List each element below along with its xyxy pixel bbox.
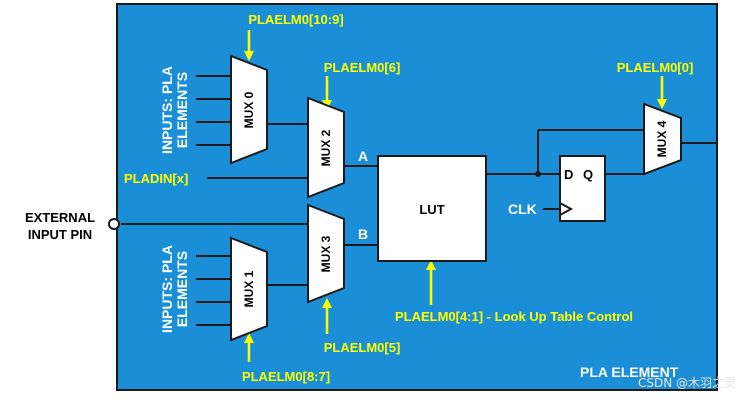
mux-2-label: MUX 2 <box>319 129 333 166</box>
lut-block: LUT <box>377 155 487 262</box>
label-plaelm0-5: PLAELM0[5] <box>324 340 401 355</box>
inputs-label-top-line2: ELEMENTS <box>174 72 190 148</box>
inputs-label-top-line1: INPUTS: PLA <box>159 66 175 154</box>
label-plaelm0-6: PLAELM0[6] <box>324 60 401 75</box>
mux-0-label: MUX 0 <box>242 91 256 128</box>
external-input-label-line1: EXTERNAL <box>25 210 95 225</box>
d-flip-flop: D Q <box>559 155 606 222</box>
pla-element-title: PLA ELEMENT <box>580 364 679 380</box>
mux-3: MUX 3 <box>307 203 345 304</box>
signal-wires <box>121 75 716 326</box>
label-plaelm0-8-7: PLAELM0[8:7] <box>242 369 330 384</box>
label-plaelm0-4-1: PLAELM0[4:1] - Look Up Table Control <box>395 309 633 324</box>
control-arrows <box>244 30 667 362</box>
mux-3-label: MUX 3 <box>319 235 333 272</box>
label-plaelm0-10-9: PLAELM0[10:9] <box>248 12 343 27</box>
lut-label: LUT <box>419 202 444 217</box>
mux-1: MUX 1 <box>230 236 268 342</box>
label-pladin: PLADIN[x] <box>124 171 188 186</box>
external-input-pin[interactable] <box>108 218 120 230</box>
port-a-label: A <box>358 148 368 164</box>
external-input-label-line2: INPUT PIN <box>28 227 92 242</box>
mux-4: MUX 4 <box>643 102 682 176</box>
ff-d-label: D <box>564 167 573 182</box>
inputs-label-bottom: INPUTS: PLA ELEMENTS <box>159 245 190 333</box>
label-plaelm0-0: PLAELM0[0] <box>617 60 694 75</box>
mux-2: MUX 2 <box>307 96 345 199</box>
mux-1-label: MUX 1 <box>242 270 256 307</box>
inputs-label-top: INPUTS: PLA ELEMENTS <box>159 66 190 154</box>
fanout-junction-dot <box>535 171 541 177</box>
inputs-label-bottom-line2: ELEMENTS <box>174 251 190 327</box>
clk-label: CLK <box>508 201 537 217</box>
watermark-text: CSDN @木羽之灵 <box>638 376 736 390</box>
port-b-label: B <box>358 226 368 242</box>
ff-q-label: Q <box>583 167 593 182</box>
mux-0: MUX 0 <box>230 54 268 165</box>
mux-4-label: MUX 4 <box>655 120 669 157</box>
inputs-label-bottom-line1: INPUTS: PLA <box>159 245 175 333</box>
